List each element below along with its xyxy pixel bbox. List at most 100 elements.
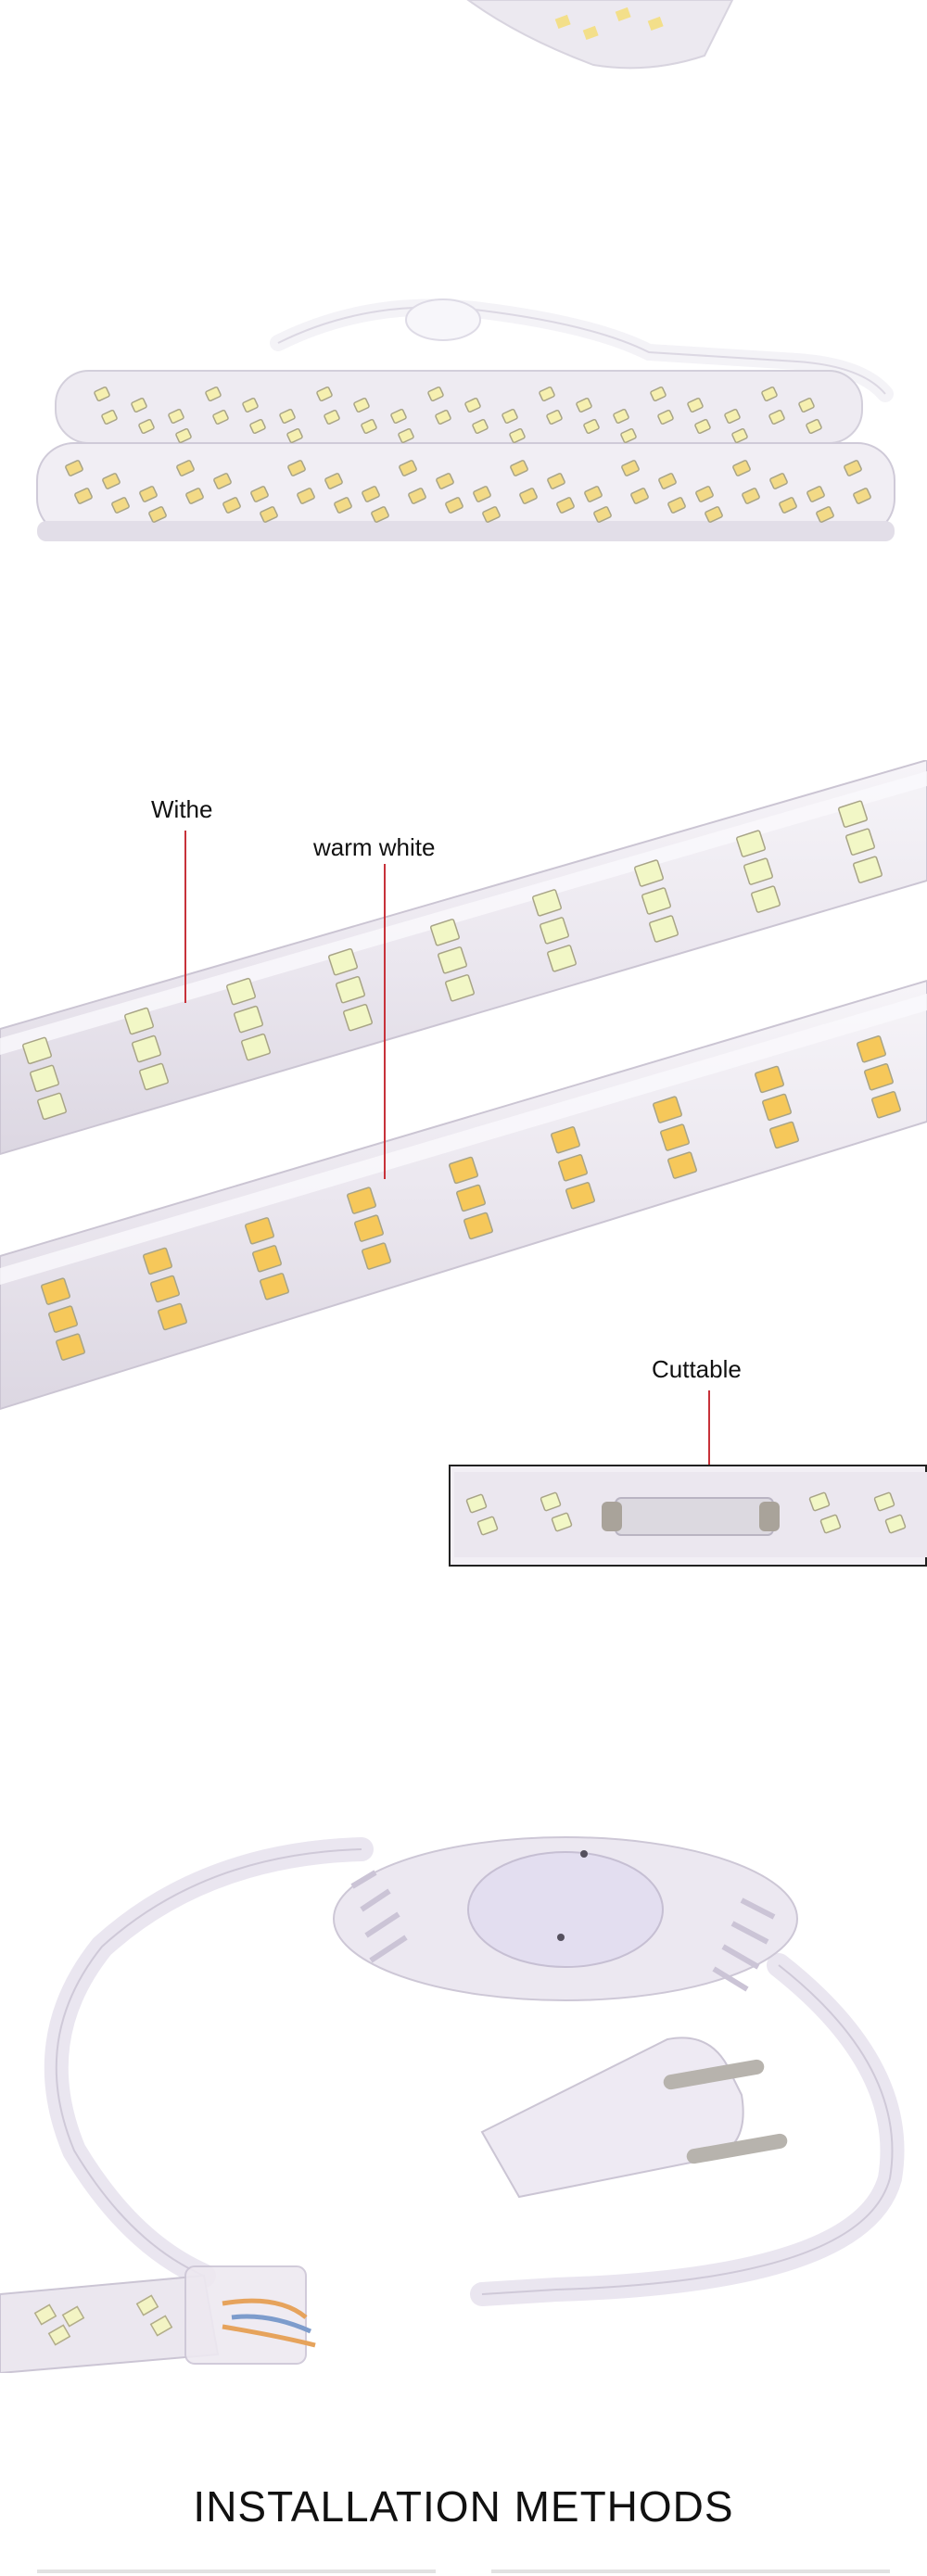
led-chip: [838, 800, 868, 828]
led-chip: [806, 418, 822, 435]
led-chip: [328, 947, 358, 976]
led-chip: [694, 418, 711, 435]
led-chip: [175, 427, 192, 444]
led-chip: [150, 1275, 180, 1303]
callout-warm-white: warm white: [313, 833, 436, 861]
led-chip: [769, 1121, 799, 1149]
led-chip: [657, 409, 674, 425]
led-chip: [864, 1063, 894, 1091]
led-chip: [347, 1186, 376, 1214]
power-plug-image: [0, 1836, 905, 2373]
led-chip: [260, 1273, 289, 1301]
led-chip: [539, 386, 555, 402]
led-chip: [620, 427, 637, 444]
led-chip: [576, 397, 592, 413]
led-chip: [630, 488, 649, 504]
led-chip: [138, 418, 155, 435]
led-chip: [751, 885, 781, 913]
led-chip: [226, 977, 256, 1006]
led-chip: [390, 408, 407, 425]
led-chip: [621, 460, 640, 476]
led-chip: [427, 386, 444, 402]
led-chip: [354, 1214, 384, 1242]
led-chip: [736, 830, 766, 857]
led-chip: [234, 1005, 263, 1034]
led-chip: [857, 1035, 886, 1063]
led-chip: [768, 409, 785, 425]
callout-withe-line: [184, 831, 186, 1003]
led-chip: [695, 486, 714, 502]
callout-cuttable: Cuttable: [652, 1355, 742, 1383]
led-chip: [634, 859, 664, 887]
led-chip: [502, 408, 518, 425]
led-chip: [297, 488, 315, 504]
led-chip: [769, 473, 788, 489]
led-chip: [687, 397, 704, 413]
led-chip: [755, 1065, 784, 1094]
led-chip: [37, 1092, 67, 1121]
led-chip: [660, 1123, 690, 1151]
led-chip: [641, 887, 671, 915]
led-chip: [845, 828, 875, 856]
cut-point-inset-image: [449, 1465, 927, 1567]
led-chip: [519, 488, 538, 504]
led-chip: [336, 975, 365, 1004]
led-chip: [398, 427, 414, 444]
led-chip: [408, 488, 426, 504]
led-chip: [449, 1156, 478, 1185]
led-chip: [132, 1034, 161, 1063]
led-chip: [158, 1302, 187, 1331]
callout-warm-white-line: [384, 864, 386, 1179]
led-chip: [435, 409, 451, 425]
led-chip: [74, 488, 93, 504]
led-chip: [438, 946, 467, 974]
led-chip: [667, 1151, 697, 1179]
led-chip: [871, 1091, 901, 1119]
led-chip: [546, 409, 563, 425]
led-chip: [732, 460, 751, 476]
led-chip: [547, 473, 565, 489]
strip-closeup-image: [0, 760, 927, 1411]
led-chip: [324, 473, 343, 489]
led-chip: [593, 506, 612, 523]
led-chip: [731, 427, 748, 444]
led-chip: [798, 397, 815, 413]
led-chip: [540, 1491, 562, 1512]
callout-withe: Withe: [151, 795, 213, 823]
led-chip: [658, 473, 677, 489]
led-chip: [131, 397, 147, 413]
led-chip: [465, 1493, 488, 1514]
led-chip: [853, 856, 883, 883]
led-chip: [30, 1064, 59, 1093]
led-chip: [565, 1182, 595, 1210]
led-chip: [111, 497, 130, 514]
led-chip: [761, 386, 778, 402]
led-chip: [41, 1277, 70, 1305]
led-chip: [249, 418, 266, 435]
led-chip: [445, 974, 475, 1002]
led-chip: [324, 409, 340, 425]
led-chip: [361, 418, 377, 435]
led-chip: [148, 506, 167, 523]
led-chip: [584, 486, 603, 502]
led-chip: [819, 1514, 842, 1534]
led-chip: [279, 408, 296, 425]
led-chip: [242, 397, 259, 413]
led-chip: [65, 460, 83, 476]
led-chip: [399, 460, 417, 476]
led-chip: [139, 1062, 169, 1091]
strip-coil-top-remnant: [466, 0, 734, 70]
led-chip: [649, 915, 679, 943]
led-chip: [287, 460, 306, 476]
led-chip: [705, 506, 723, 523]
led-chip: [362, 1242, 391, 1270]
led-chip: [101, 409, 118, 425]
led-chip: [222, 497, 241, 514]
led-chip: [260, 506, 278, 523]
led-chip: [430, 919, 460, 946]
led-chip: [371, 506, 389, 523]
led-chip: [343, 1003, 373, 1032]
led-chip: [143, 1247, 172, 1275]
led-chip: [806, 486, 825, 502]
led-chip: [185, 488, 204, 504]
